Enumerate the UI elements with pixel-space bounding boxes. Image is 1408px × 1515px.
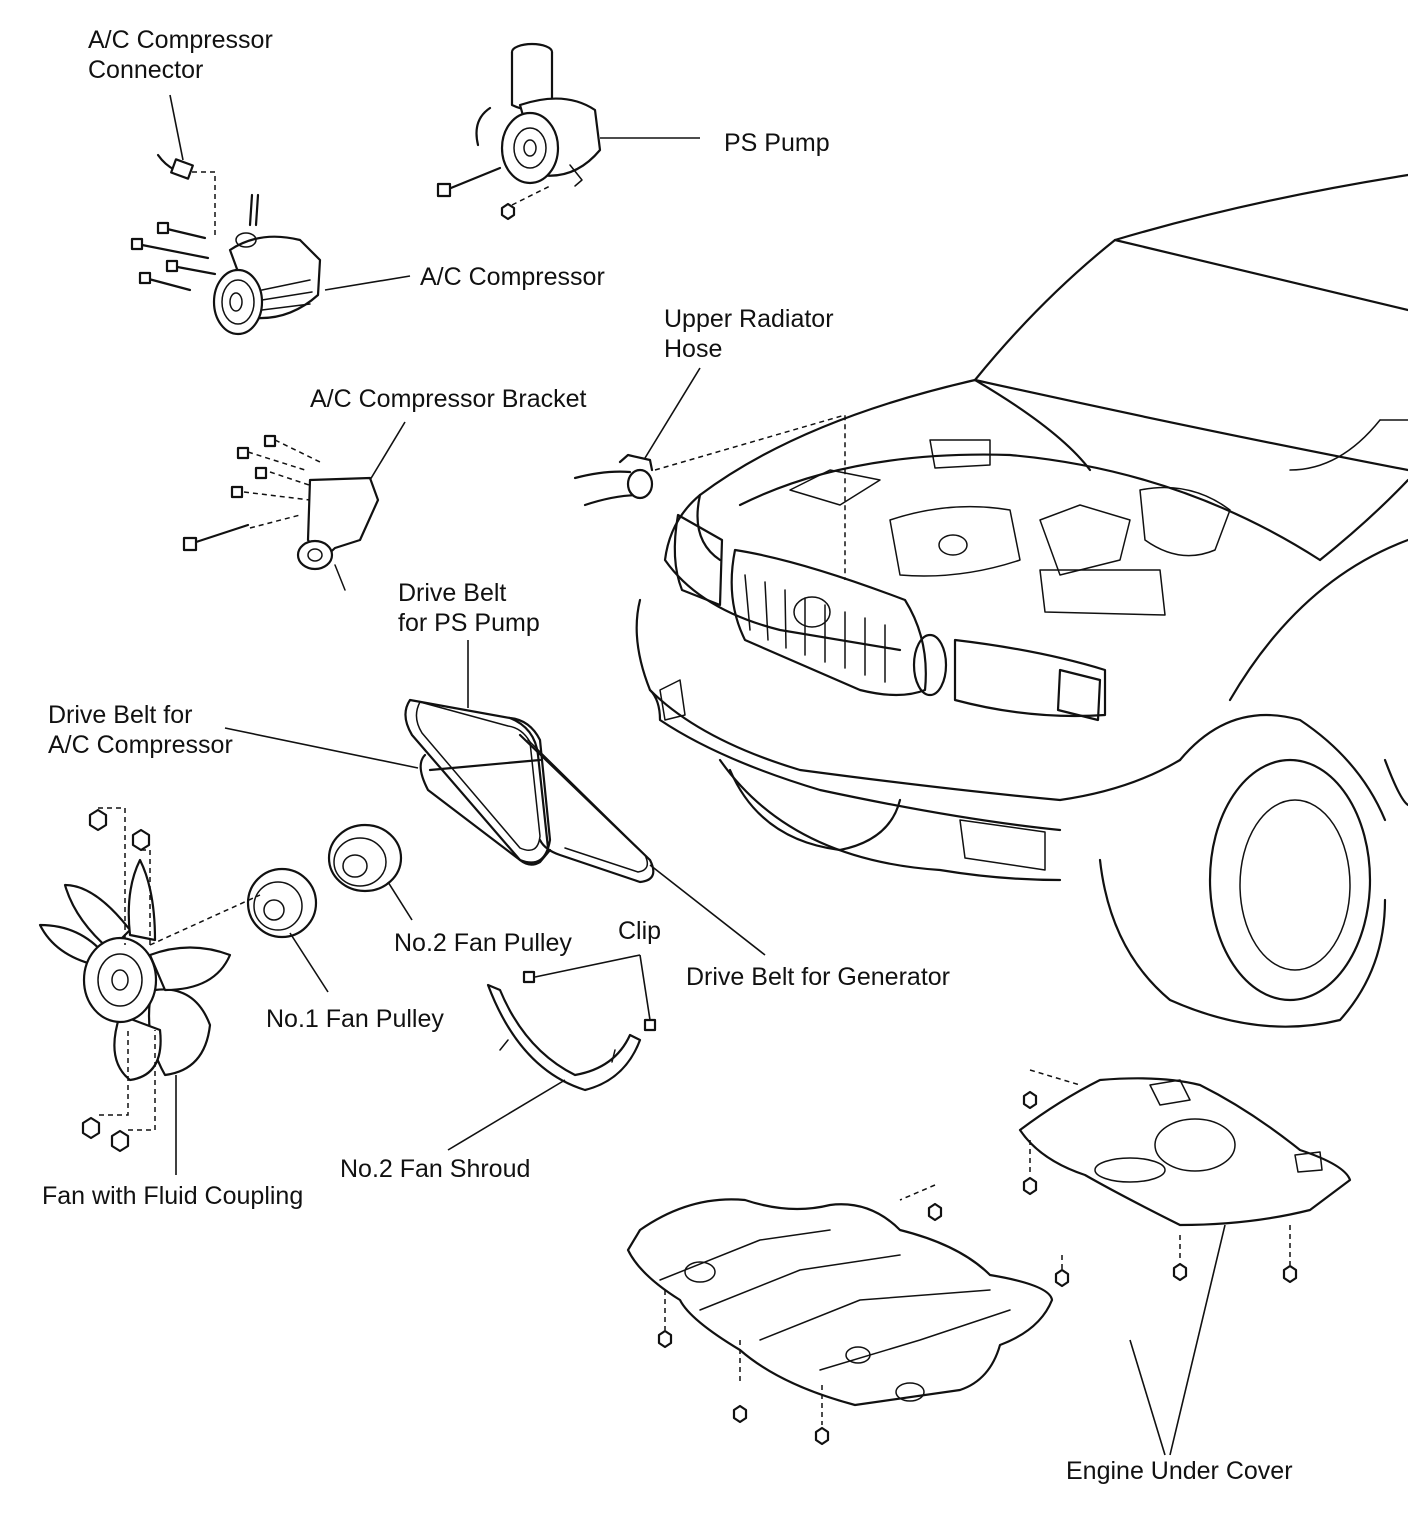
label-no2-fan-shroud: No.2 Fan Shroud <box>340 1155 531 1183</box>
leader-clip-a <box>534 954 641 978</box>
fan-shroud-drawing <box>486 970 657 1092</box>
leader-engine-under-cover-b <box>1169 1224 1226 1456</box>
label-ac-compressor: A/C Compressor <box>420 263 605 291</box>
leader-drive-belt-ac <box>224 727 419 769</box>
label-fan-fluid-coupling: Fan with Fluid Coupling <box>42 1182 304 1210</box>
label-clip: Clip <box>618 917 662 945</box>
label-line: A/C Compressor <box>48 731 233 759</box>
label-engine-under-cover: Engine Under Cover <box>1066 1457 1293 1485</box>
leader-ac-connector <box>169 94 184 161</box>
upper-radiator-hose-drawing <box>573 414 846 580</box>
leader-no2-fan-shroud <box>447 1079 566 1151</box>
label-no1-fan-pulley: No.1 Fan Pulley <box>266 1005 444 1033</box>
label-drive-belt-ps-pump: Drive Belt for PS Pump <box>398 578 540 638</box>
engine-under-cover-drawing <box>626 1069 1352 1446</box>
label-ac-compressor-connector: A/C Compressor Connector <box>88 25 273 85</box>
label-line: Connector <box>88 56 204 84</box>
fan-drawing <box>38 807 261 1153</box>
label-line: Drive Belt <box>398 579 507 607</box>
label-ac-compressor-bracket: A/C Compressor Bracket <box>310 385 587 413</box>
fan-pulleys-drawing <box>246 823 403 939</box>
leader-no2-fan-pulley <box>387 881 413 921</box>
ps-pump-drawing <box>436 42 602 221</box>
leader-clip-b <box>639 954 651 1021</box>
leader-lines <box>169 94 1226 1456</box>
truck-drawing <box>635 173 1408 1028</box>
label-no2-fan-pulley: No.2 Fan Pulley <box>394 929 572 957</box>
drive-belts-drawing <box>404 698 655 884</box>
label-upper-radiator-hose: Upper Radiator Hose <box>664 304 834 364</box>
leader-ac-compressor <box>324 275 411 291</box>
label-line: Drive Belt for <box>48 701 193 729</box>
label-line: Upper Radiator <box>664 305 834 333</box>
label-line: Hose <box>664 335 723 363</box>
ac-bracket-drawing <box>182 434 380 591</box>
leader-engine-under-cover-a <box>1129 1339 1166 1456</box>
leader-drive-belt-generator <box>649 864 766 956</box>
label-drive-belt-generator: Drive Belt for Generator <box>686 963 950 991</box>
ac-compressor-drawing <box>130 193 322 336</box>
ac-connector-drawing <box>156 153 216 235</box>
label-drive-belt-ac-compressor: Drive Belt for A/C Compressor <box>48 700 233 760</box>
leader-ac-bracket <box>369 421 406 481</box>
leader-upper-radiator-hose <box>644 367 701 459</box>
label-ps-pump: PS Pump <box>724 129 830 157</box>
label-line: A/C Compressor <box>88 26 273 54</box>
label-line: for PS Pump <box>398 609 540 637</box>
leader-no1-fan-pulley <box>289 932 329 993</box>
